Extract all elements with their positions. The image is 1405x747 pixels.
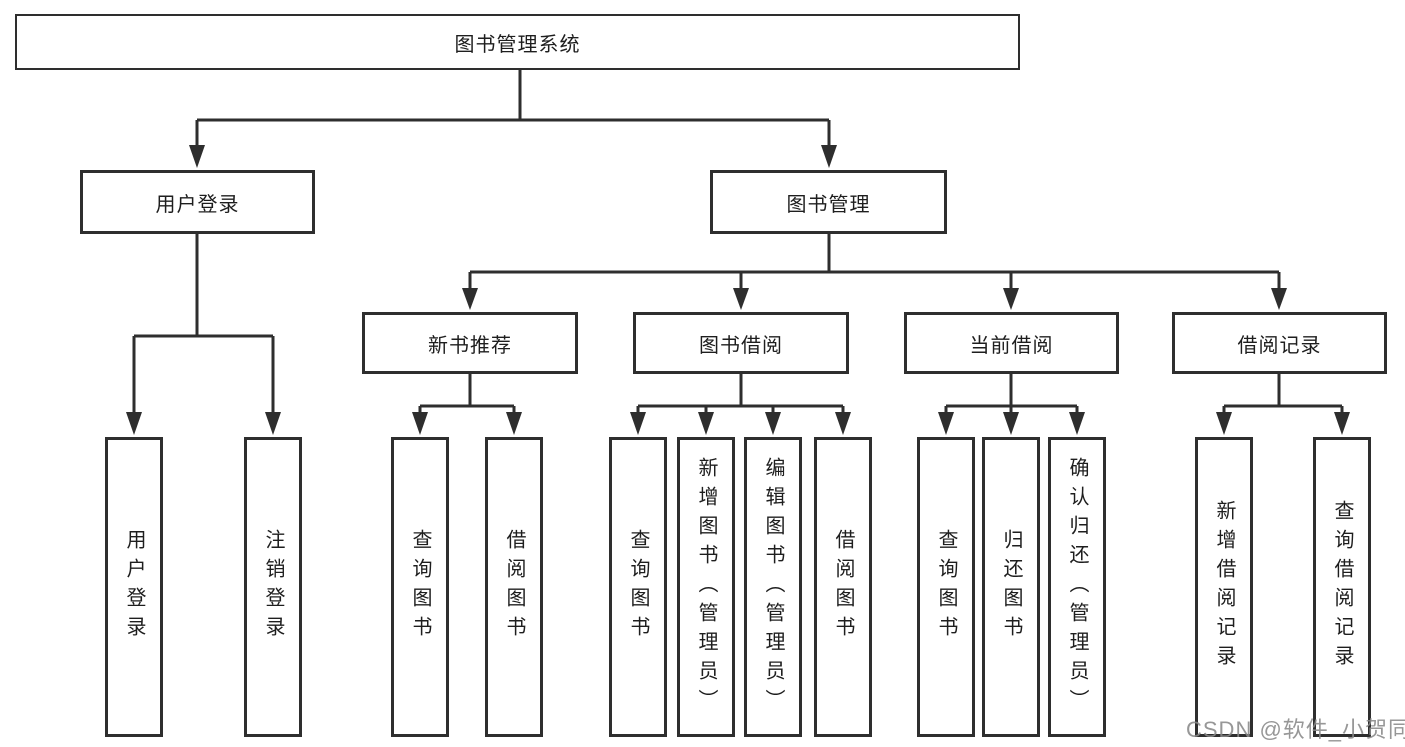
leaf-borrow-books: 借阅图书 — [485, 437, 543, 737]
leaf-query-books: 查询图书 — [917, 437, 975, 737]
node-label: 查询图书 — [935, 529, 957, 645]
node-user-login: 用户登录 — [80, 170, 315, 234]
node-label: 编辑图书（管理员） — [762, 456, 784, 718]
node-label: 查询借阅记录 — [1331, 500, 1353, 674]
leaf-confirm-return-admin: 确认归还（管理员） — [1048, 437, 1106, 737]
node-label: 查询图书 — [409, 529, 431, 645]
node-borrowing-records: 借阅记录 — [1172, 312, 1387, 374]
node-current-borrowing: 当前借阅 — [904, 312, 1119, 374]
node-label: 查询图书 — [627, 529, 649, 645]
leaf-borrow-books: 借阅图书 — [814, 437, 872, 737]
node-label: 借阅记录 — [1237, 334, 1322, 357]
leaf-query-borrow-record: 查询借阅记录 — [1313, 437, 1371, 737]
node-label: 借阅图书 — [503, 529, 525, 645]
node-label: 新增图书（管理员） — [695, 456, 717, 718]
node-label: 图书管理 — [786, 193, 871, 216]
node-label: 图书管理系统 — [454, 33, 581, 56]
arrowheads — [126, 145, 1350, 435]
node-new-book-recommendation: 新书推荐 — [362, 312, 578, 374]
leaf-edit-books-admin: 编辑图书（管理员） — [744, 437, 802, 737]
leaf-query-books: 查询图书 — [609, 437, 667, 737]
node-label: 注销登录 — [262, 529, 284, 645]
node-book-management: 图书管理 — [710, 170, 947, 234]
node-label: 用户登录 — [123, 529, 145, 645]
node-label: 确认归还（管理员） — [1066, 456, 1088, 718]
node-label: 借阅图书 — [832, 529, 854, 645]
leaf-logout: 注销登录 — [244, 437, 302, 737]
node-book-borrowing: 图书借阅 — [633, 312, 849, 374]
node-label: 新书推荐 — [428, 334, 512, 357]
node-label: 用户登录 — [155, 193, 240, 216]
node-label: 归还图书 — [1000, 529, 1022, 645]
node-library-management-system: 图书管理系统 — [15, 14, 1020, 70]
node-label: 新增借阅记录 — [1213, 500, 1235, 674]
node-label: 当前借阅 — [969, 334, 1054, 357]
csdn-watermark: CSDN @软件_小贺同学 — [1186, 717, 1405, 742]
leaf-add-books-admin: 新增图书（管理员） — [677, 437, 735, 737]
leaf-add-borrow-record: 新增借阅记录 — [1195, 437, 1253, 737]
node-label: 图书借阅 — [699, 334, 783, 357]
leaf-return-books: 归还图书 — [982, 437, 1040, 737]
leaf-user-login: 用户登录 — [105, 437, 163, 737]
leaf-query-books: 查询图书 — [391, 437, 449, 737]
